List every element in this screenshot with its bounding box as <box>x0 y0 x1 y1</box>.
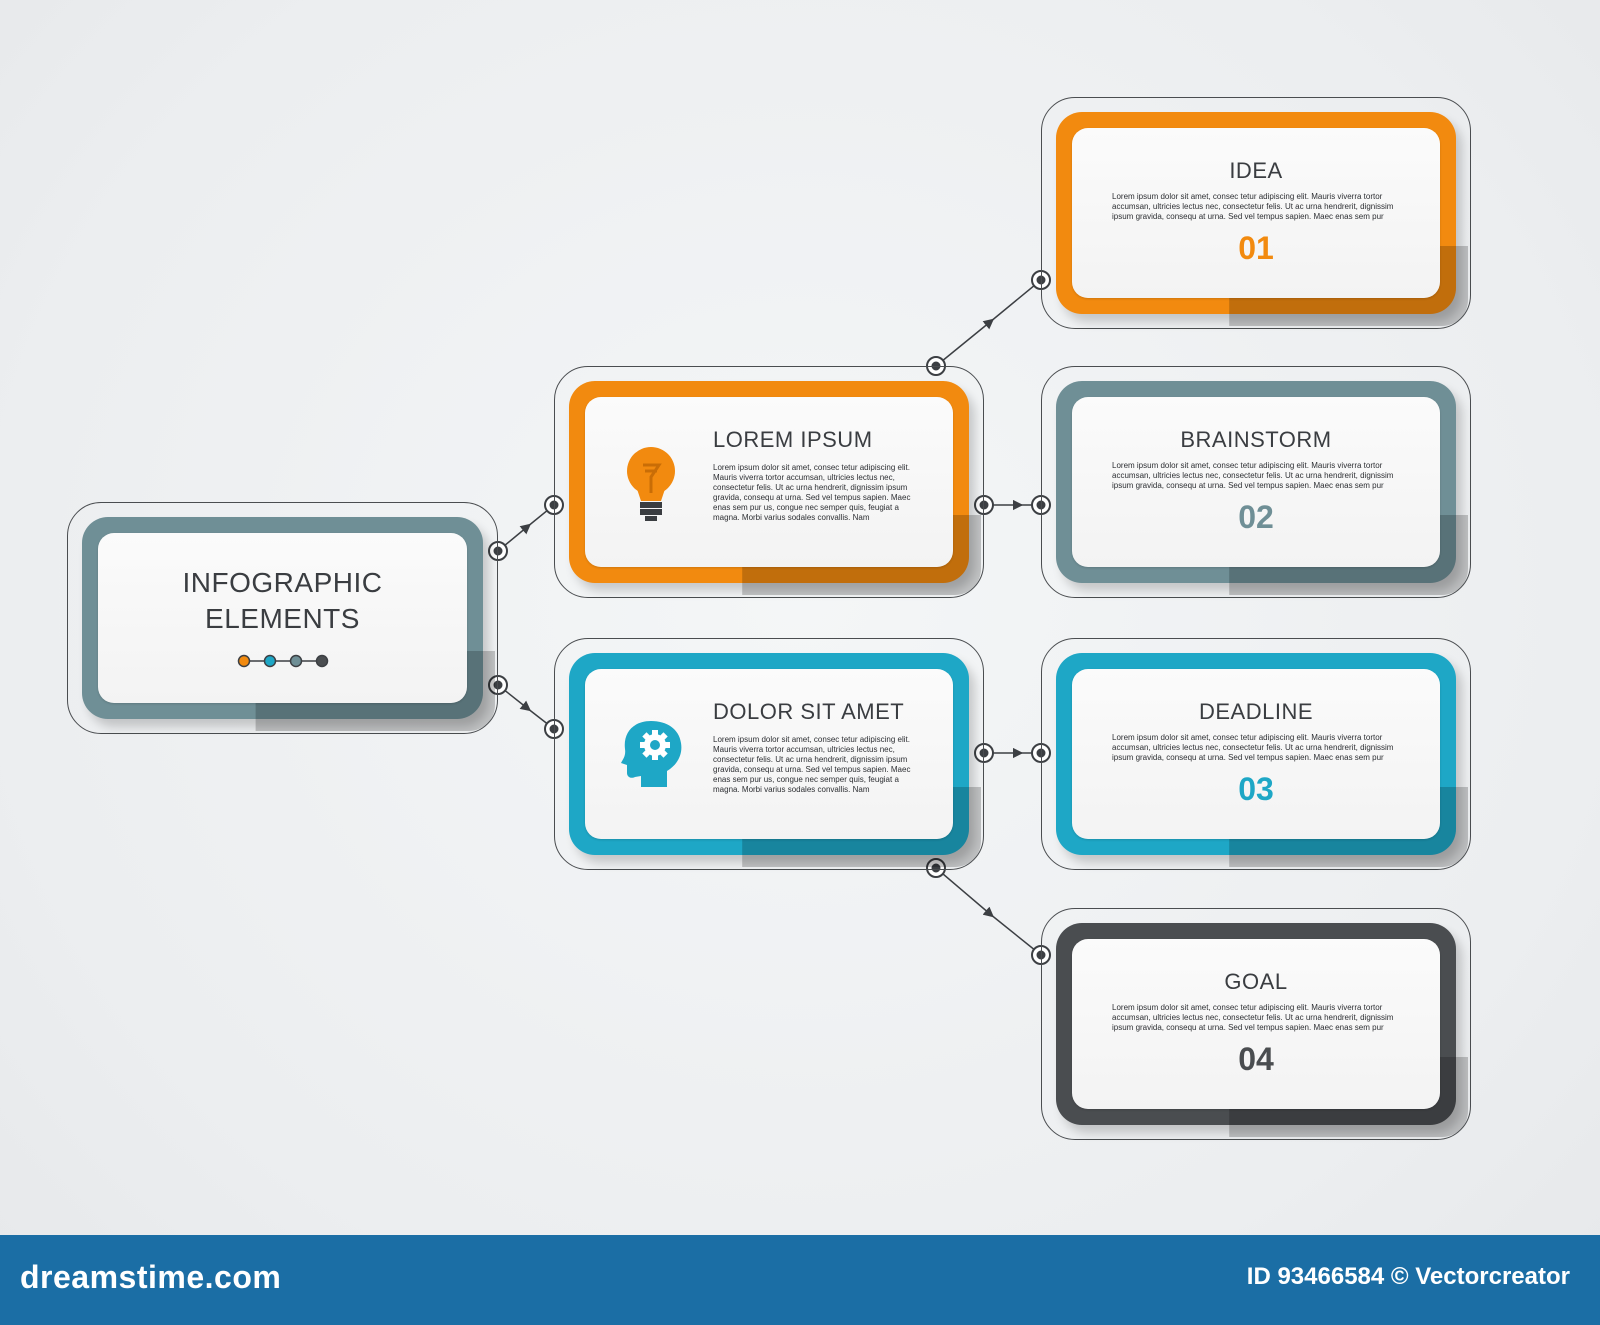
step-number-deadline: 03 <box>1238 771 1274 807</box>
footer-credit: ID 93466584 © Vectorcreator <box>1246 1263 1570 1290</box>
step-card-brainstorm: BRAINSTORM Lorem ipsum dolor sit amet, c… <box>1072 397 1440 567</box>
root-title-line2: ELEMENTS <box>205 603 360 634</box>
step-number-goal: 04 <box>1238 1041 1274 1077</box>
step-number-idea: 01 <box>1238 230 1274 266</box>
branch-outline-lorem <box>554 366 984 598</box>
footer-bar: dreamstime.com ID 93466584 © Vectorcreat… <box>0 1235 1600 1325</box>
branch-title-lorem: LOREM IPSUM <box>713 427 873 452</box>
step-card-goal: GOAL Lorem ipsum dolor sit amet, consec … <box>1072 939 1440 1109</box>
step-title-deadline: DEADLINE <box>1198 699 1314 724</box>
footer-brand[interactable]: dreamstime.com <box>20 1259 282 1295</box>
branch-text-lorem: Lorem ipsum dolor sit amet, consec tetur… <box>713 463 911 522</box>
step-text-goal: Lorem ipsum dolor sit amet, consec tetur… <box>1112 1003 1394 1032</box>
root-title-line1: INFOGRAPHIC <box>182 567 383 598</box>
root-outline <box>67 502 498 734</box>
branch-card-lorem: LOREM IPSUM Lorem ipsum dolor sit amet, … <box>585 397 953 567</box>
infographic-canvas: INFOGRAPHIC ELEMENTS LOREM IPSUM <box>0 0 1600 1235</box>
step-text-deadline: Lorem ipsum dolor sit amet, consec tetur… <box>1112 733 1394 762</box>
step-outline-goal <box>1041 908 1471 1140</box>
step-box-deadline: DEADLINE Lorem ipsum dolor sit amet, con… <box>1056 653 1456 855</box>
branch-card-dolor: DOLOR SIT AMET Lorem ipsum dolor sit ame… <box>585 669 953 839</box>
step-box-idea: IDEA Lorem ipsum dolor sit amet, consec … <box>1056 112 1456 314</box>
step-card-idea: IDEA Lorem ipsum dolor sit amet, consec … <box>1072 128 1440 298</box>
step-title-goal: GOAL <box>1224 969 1288 994</box>
lightbulb-icon <box>627 447 675 521</box>
step-card-deadline: DEADLINE Lorem ipsum dolor sit amet, con… <box>1072 669 1440 839</box>
step-text-idea: Lorem ipsum dolor sit amet, consec tetur… <box>1112 192 1394 221</box>
step-box-goal: GOAL Lorem ipsum dolor sit amet, consec … <box>1056 923 1456 1125</box>
branch-outline-dolor <box>554 638 984 870</box>
branch-box-dolor: DOLOR SIT AMET Lorem ipsum dolor sit ame… <box>569 653 969 855</box>
branch-box-lorem: LOREM IPSUM Lorem ipsum dolor sit amet, … <box>569 381 969 583</box>
head-gear-icon <box>621 721 682 787</box>
step-title-brainstorm: BRAINSTORM <box>1180 427 1332 452</box>
step-outline-idea <box>1041 97 1471 329</box>
step-number-brainstorm: 02 <box>1238 499 1274 535</box>
root-box: INFOGRAPHIC ELEMENTS <box>82 517 483 719</box>
branch-text-dolor: Lorem ipsum dolor sit amet, consec tetur… <box>713 735 911 794</box>
step-outline-deadline <box>1041 638 1471 870</box>
progress-dots-icon <box>237 654 329 668</box>
step-outline-brainstorm <box>1041 366 1471 598</box>
step-title-idea: IDEA <box>1229 158 1283 183</box>
step-box-brainstorm: BRAINSTORM Lorem ipsum dolor sit amet, c… <box>1056 381 1456 583</box>
branch-title-dolor: DOLOR SIT AMET <box>713 699 905 724</box>
root-card: INFOGRAPHIC ELEMENTS <box>98 533 467 703</box>
step-text-brainstorm: Lorem ipsum dolor sit amet, consec tetur… <box>1112 461 1394 490</box>
